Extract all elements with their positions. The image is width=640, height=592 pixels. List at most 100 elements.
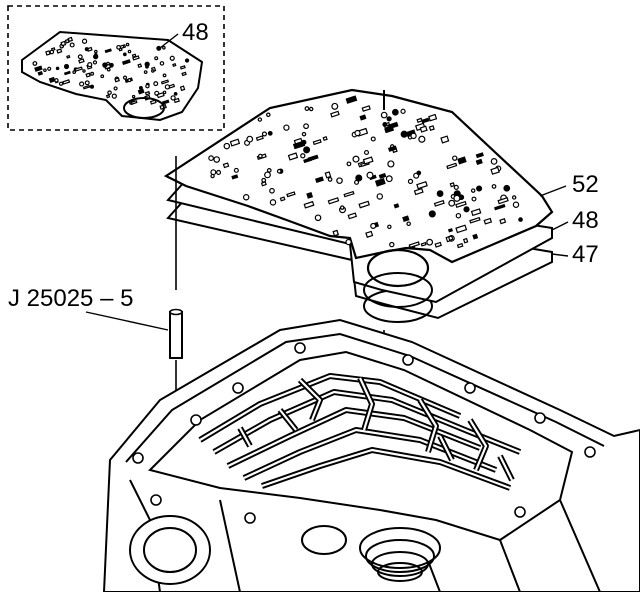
gasket-hole xyxy=(90,71,95,76)
gasket-hole xyxy=(475,158,483,165)
gasket-hole xyxy=(173,97,180,104)
gasket-hole xyxy=(330,110,340,118)
gasket-hole xyxy=(123,52,127,57)
gasket-hole xyxy=(386,121,399,130)
gasket-hole xyxy=(94,49,98,54)
fluid-channel xyxy=(199,374,461,441)
gasket-hole xyxy=(376,193,384,200)
case-flange-edge xyxy=(125,332,605,463)
gasket-hole xyxy=(346,161,352,167)
gasket-hole xyxy=(138,85,143,90)
valve-body-channels xyxy=(198,373,522,491)
leader-48 xyxy=(551,221,569,231)
gasket-hole xyxy=(347,212,358,220)
bolt-hole xyxy=(190,414,202,426)
gasket-hole xyxy=(113,86,118,91)
gasket-hole xyxy=(434,241,442,248)
gasket-hole xyxy=(151,69,155,73)
valve-body-deck xyxy=(148,350,574,542)
gasket-hole xyxy=(63,63,70,70)
gasket-hole xyxy=(156,45,162,51)
gasket-hole xyxy=(293,137,303,145)
gasket-hole xyxy=(111,93,117,99)
gasket-hole xyxy=(304,106,310,111)
gasket-hole xyxy=(154,56,159,61)
gasket-hole xyxy=(361,105,371,112)
gasket-hole xyxy=(261,131,268,137)
gasket-hole xyxy=(408,241,420,249)
gasket-hole xyxy=(266,112,271,118)
gasket-hole xyxy=(303,200,315,209)
gasket-hole xyxy=(386,116,392,122)
gasket-hole xyxy=(354,129,361,137)
gasket-hole xyxy=(55,66,60,71)
gasket-hole xyxy=(62,79,71,85)
gasket-hole xyxy=(499,218,507,225)
gasket-hole xyxy=(172,63,177,68)
gasket-hole xyxy=(223,142,231,150)
gasket-hole xyxy=(160,79,170,85)
gasket-hole xyxy=(327,177,333,182)
gasket-hole xyxy=(257,117,263,122)
gasket-hole xyxy=(162,45,166,50)
gasket-hole xyxy=(374,177,386,187)
gasket-hole xyxy=(366,171,374,179)
inset-view: 48 xyxy=(7,5,225,131)
gasket-hole xyxy=(74,66,83,72)
leader-47 xyxy=(551,253,569,257)
gasket-hole xyxy=(416,117,423,123)
fluid-channel xyxy=(419,399,488,471)
bolt-hole xyxy=(150,494,162,506)
gasket-hole xyxy=(301,139,307,145)
bolt-hole xyxy=(244,512,256,524)
gasket-hole xyxy=(387,160,395,168)
gasket-hole xyxy=(131,94,136,99)
gasket-hole xyxy=(455,200,467,208)
gasket-hole xyxy=(66,54,71,59)
gasket-hole xyxy=(279,196,286,202)
inset-dashed-border xyxy=(7,5,225,131)
gasket-hole xyxy=(370,136,376,142)
case-bolt-holes xyxy=(132,342,596,524)
gasket-hole xyxy=(336,177,343,184)
gasket-hole xyxy=(449,182,456,188)
transmission-case xyxy=(102,318,640,592)
gasket-hole xyxy=(81,38,88,44)
gasket-hole xyxy=(463,206,470,213)
gasket-hole xyxy=(109,62,114,68)
gasket-hole xyxy=(400,108,406,114)
gasket-hole xyxy=(149,99,157,105)
gasket-hole xyxy=(34,65,43,72)
gasket-hole xyxy=(308,106,314,112)
gasket-hole xyxy=(102,62,108,68)
gasket-hole xyxy=(362,156,374,165)
gasket-hole xyxy=(324,171,332,179)
gasket-hole xyxy=(125,42,130,47)
gasket-hole xyxy=(436,190,444,197)
gasket-hole xyxy=(92,60,98,65)
gasket-hole xyxy=(345,95,358,104)
gasket-hole xyxy=(475,152,484,159)
gasket-hole xyxy=(213,156,221,163)
gasket-hole xyxy=(169,55,175,61)
gasket-hole xyxy=(393,203,400,209)
gasket-hole xyxy=(49,49,55,55)
fluid-channel xyxy=(299,377,374,431)
gasket-hole xyxy=(378,172,387,179)
bolt-hole xyxy=(294,342,306,354)
gasket-hole xyxy=(100,74,105,79)
gasket-hole xyxy=(490,166,500,175)
gasket-hole xyxy=(331,102,339,110)
gasket-hole xyxy=(470,188,476,193)
gasket-hole xyxy=(184,58,190,63)
gasket-hole xyxy=(208,155,214,161)
case-bore-left xyxy=(129,515,211,585)
gasket-hole xyxy=(283,124,290,131)
gasket-hole xyxy=(82,69,86,73)
gasket-hole xyxy=(87,62,93,68)
gasket-hole xyxy=(455,212,462,219)
gasket-hole xyxy=(267,130,273,136)
gasket-hole xyxy=(312,139,322,146)
spacer-plate-ring xyxy=(366,248,430,288)
gasket-hole xyxy=(233,167,239,173)
